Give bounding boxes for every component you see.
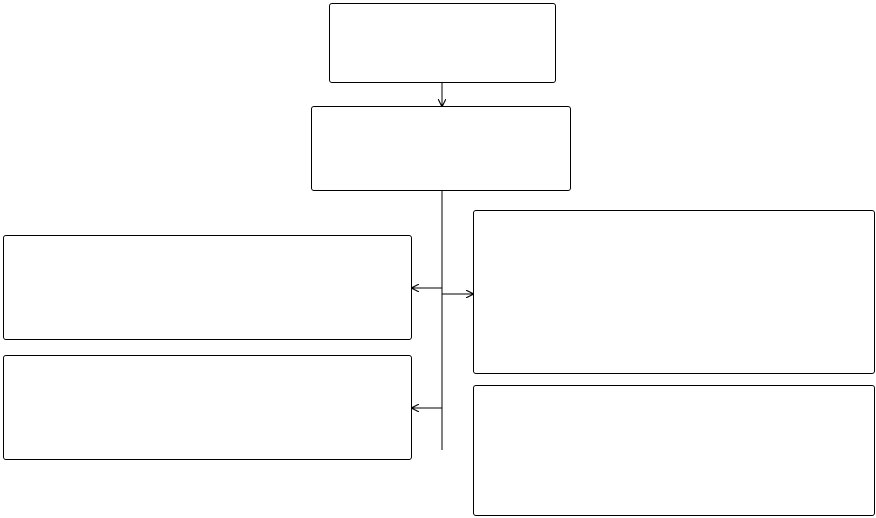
node-right-1 (473, 210, 875, 374)
node-left-1 (3, 235, 412, 340)
node-left-2 (3, 355, 412, 460)
node-second (311, 106, 571, 191)
node-right-2 (473, 385, 875, 516)
node-top (329, 3, 556, 83)
